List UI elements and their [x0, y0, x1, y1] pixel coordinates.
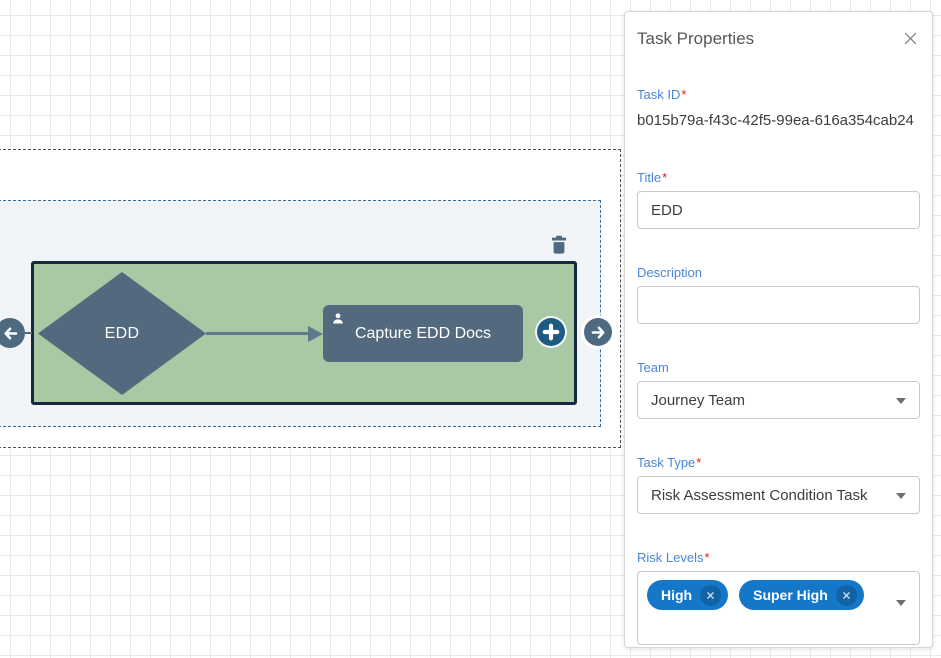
- add-task-button[interactable]: [537, 318, 565, 346]
- risk-chip-super-high[interactable]: Super High: [739, 580, 864, 610]
- condition-node-label: EDD: [104, 324, 140, 342]
- chip-remove-icon[interactable]: [700, 584, 722, 606]
- prev-connector-stub: [25, 332, 32, 334]
- title-label: Title*: [637, 170, 668, 185]
- task-id-label: Task ID*: [637, 87, 687, 102]
- risk-chip-label: High: [661, 587, 693, 603]
- task-properties-panel: Task Properties Task ID* b015b79a-f43c-4…: [624, 11, 933, 648]
- required-marker: *: [696, 455, 702, 470]
- risk-chip-label: Super High: [753, 587, 828, 603]
- task-type-select[interactable]: Risk Assessment Condition Task: [637, 476, 920, 514]
- chevron-down-icon: [896, 493, 906, 499]
- field-task-type: Task Type* Risk Assessment Condition Tas…: [637, 455, 920, 514]
- team-select[interactable]: Journey Team: [637, 381, 920, 419]
- description-input[interactable]: [637, 286, 920, 324]
- arrow-left-icon: [3, 326, 17, 340]
- task-node[interactable]: Capture EDD Docs: [323, 305, 523, 362]
- person-icon: [333, 313, 343, 324]
- plus-icon: [542, 323, 560, 341]
- description-label: Description: [637, 265, 703, 280]
- arrow-right-icon: [591, 325, 605, 339]
- connector-arrowhead-icon: [308, 325, 323, 342]
- chevron-down-icon: [896, 398, 906, 404]
- field-title: Title*: [637, 170, 920, 229]
- required-marker: *: [662, 170, 668, 185]
- trash-icon[interactable]: [549, 234, 569, 255]
- risk-levels-multiselect[interactable]: High Super High: [637, 571, 920, 645]
- risk-levels-label: Risk Levels*: [637, 550, 710, 565]
- risk-chip-high[interactable]: High: [647, 580, 729, 610]
- required-marker: *: [704, 550, 710, 565]
- required-marker: *: [681, 87, 687, 102]
- team-selected-value: Journey Team: [651, 391, 745, 409]
- connector-edge: [206, 332, 310, 335]
- task-type-label: Task Type*: [637, 455, 702, 470]
- close-icon[interactable]: [903, 31, 918, 46]
- field-team: Team Journey Team: [637, 360, 920, 419]
- title-input[interactable]: [637, 191, 920, 229]
- chevron-down-icon: [896, 600, 906, 606]
- task-node-label: Capture EDD Docs: [354, 324, 492, 342]
- task-id-value: b015b79a-f43c-42f5-99ea-616a354cab24: [637, 112, 914, 129]
- task-type-selected-value: Risk Assessment Condition Task: [651, 486, 868, 504]
- field-description: Description: [637, 265, 920, 324]
- chip-remove-icon[interactable]: [835, 584, 857, 606]
- prev-step-button[interactable]: [0, 318, 25, 348]
- panel-title: Task Properties: [637, 29, 755, 48]
- next-step-button[interactable]: [584, 318, 612, 346]
- team-label: Team: [637, 360, 669, 375]
- field-task-id: Task ID* b015b79a-f43c-42f5-99ea-616a354…: [637, 87, 920, 129]
- field-risk-levels: Risk Levels* High Super High: [637, 550, 920, 645]
